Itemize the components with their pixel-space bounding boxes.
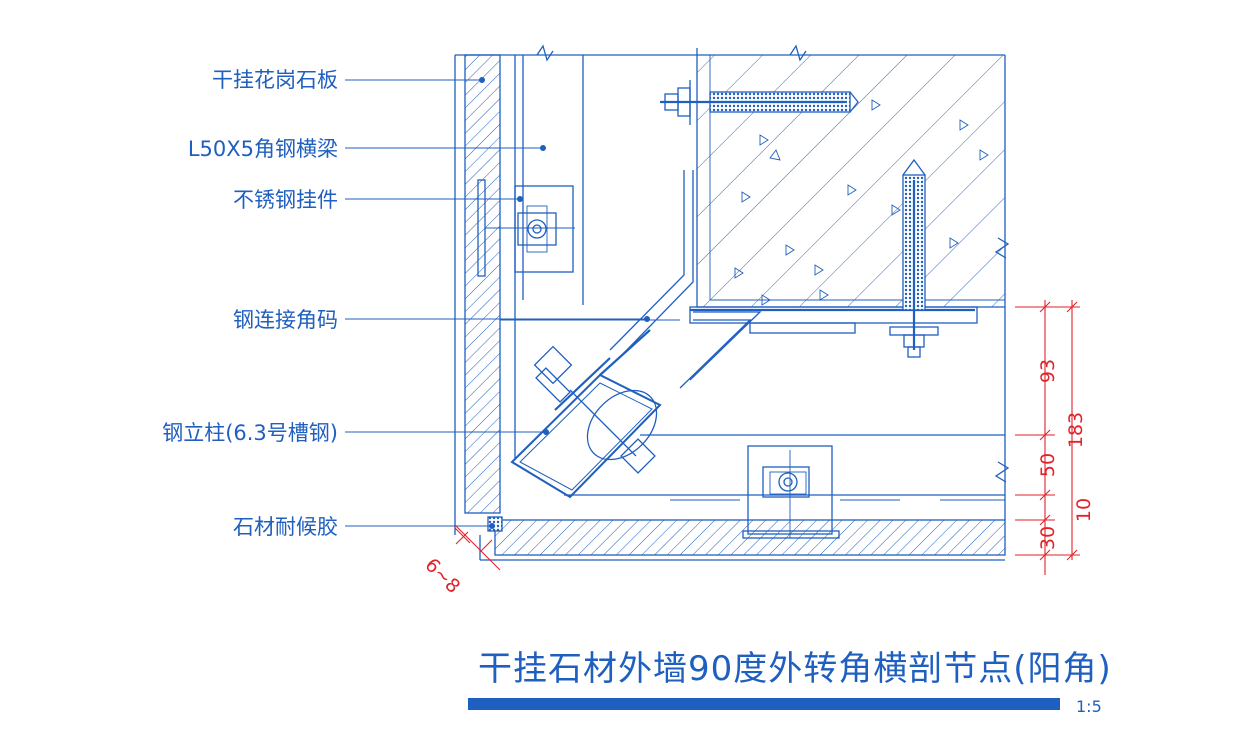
dimension-lines — [454, 300, 1080, 575]
ss-bracket-bottom — [742, 445, 840, 539]
dim-183: 183 — [1065, 412, 1087, 448]
label-angle-beam: L50X5角钢横梁 — [188, 137, 338, 161]
label-stone-panel: 干挂花岗石板 — [212, 68, 338, 92]
dim-joint-width: 6~8 — [420, 554, 464, 598]
label-angle-connector: 钢连接角码 — [233, 308, 338, 332]
concrete-wall — [455, 44, 1010, 520]
dim-93: 93 — [1037, 359, 1059, 383]
steel-column — [510, 329, 662, 499]
label-steel-column: 钢立柱(6.3号槽钢) — [162, 421, 338, 445]
dim-50: 50 — [1037, 453, 1059, 477]
angle-connector — [609, 170, 978, 389]
drawing-title: 干挂石材外墙90度外转角横剖节点(阳角) — [478, 649, 1112, 689]
title-underline — [468, 698, 1060, 710]
drawing-scale: 1:5 — [1076, 697, 1102, 716]
stone-panel-left — [464, 54, 501, 514]
leader-lines — [345, 77, 650, 529]
label-sealant: 石材耐候胶 — [233, 515, 338, 539]
dim-10: 10 — [1073, 498, 1095, 522]
dim-30: 30 — [1037, 526, 1059, 550]
anchor-bolt-top — [660, 80, 859, 125]
label-ss-bracket: 不锈钢挂件 — [233, 188, 338, 212]
ss-bracket-left — [477, 179, 575, 277]
anchor-bolt-right — [889, 158, 939, 358]
